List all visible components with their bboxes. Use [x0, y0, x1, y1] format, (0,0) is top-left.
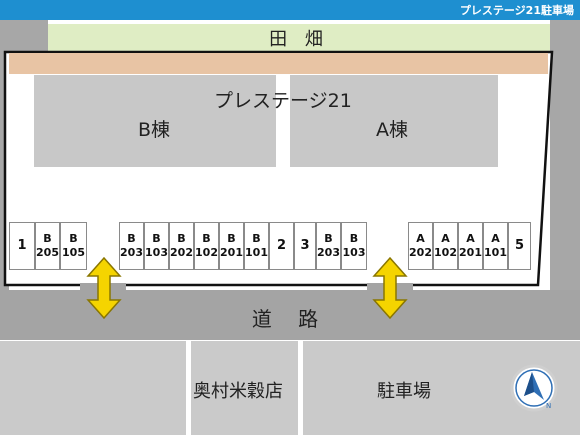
parking-stall[interactable]: 2	[269, 222, 294, 270]
stall-label: A	[416, 232, 425, 245]
stall-label: B	[252, 232, 261, 245]
double-arrow-vertical-icon	[86, 256, 122, 320]
block-shop	[191, 341, 298, 435]
header-bar: プレステージ21駐車場	[0, 0, 580, 20]
building-a	[290, 75, 498, 167]
surround-left-top	[0, 20, 48, 52]
parking-label: 駐車場	[377, 381, 431, 402]
stall-label: B	[69, 232, 78, 245]
parking-stall[interactable]: 5	[508, 222, 531, 270]
stall-label: 1	[17, 238, 27, 253]
field-label: 田 畑	[269, 29, 329, 50]
stall-label: B	[227, 232, 236, 245]
stall-label: B	[202, 232, 211, 245]
stall-label: B	[43, 232, 52, 245]
stall-label: B	[127, 232, 136, 245]
alley-right	[298, 341, 303, 435]
stall-label: B	[349, 232, 359, 245]
stall-label: 2	[276, 238, 287, 253]
stall-label: A	[466, 232, 475, 245]
header-title: プレステージ21駐車場	[459, 4, 574, 17]
alley-left	[186, 341, 191, 435]
block-left	[0, 341, 186, 435]
stall-label: 3	[300, 238, 310, 253]
surround-right	[550, 20, 580, 290]
road-label: 道 路	[251, 307, 329, 331]
building-b-label: B棟	[138, 119, 171, 141]
road	[0, 290, 580, 340]
building-name-label: プレステージ21	[214, 90, 352, 112]
building-a-label: A棟	[376, 119, 408, 141]
double-arrow-vertical-icon	[372, 256, 408, 320]
building-b	[34, 75, 276, 167]
stall-label: B	[177, 232, 186, 245]
stall-label: B	[324, 232, 333, 245]
svg-text:N: N	[546, 402, 551, 410]
compass-north-icon: N	[510, 364, 558, 412]
parking-stall[interactable]: 1	[9, 222, 35, 270]
shop-label: 奥村米穀店	[193, 381, 283, 402]
boundary-strip	[9, 53, 548, 74]
stall-label: A	[441, 232, 450, 245]
parking-stall[interactable]: 3	[294, 222, 316, 270]
stall-label: 5	[514, 238, 525, 253]
stall-label: B	[152, 232, 161, 245]
field-area: 田 畑	[48, 24, 550, 52]
stall-label: A	[491, 232, 500, 245]
